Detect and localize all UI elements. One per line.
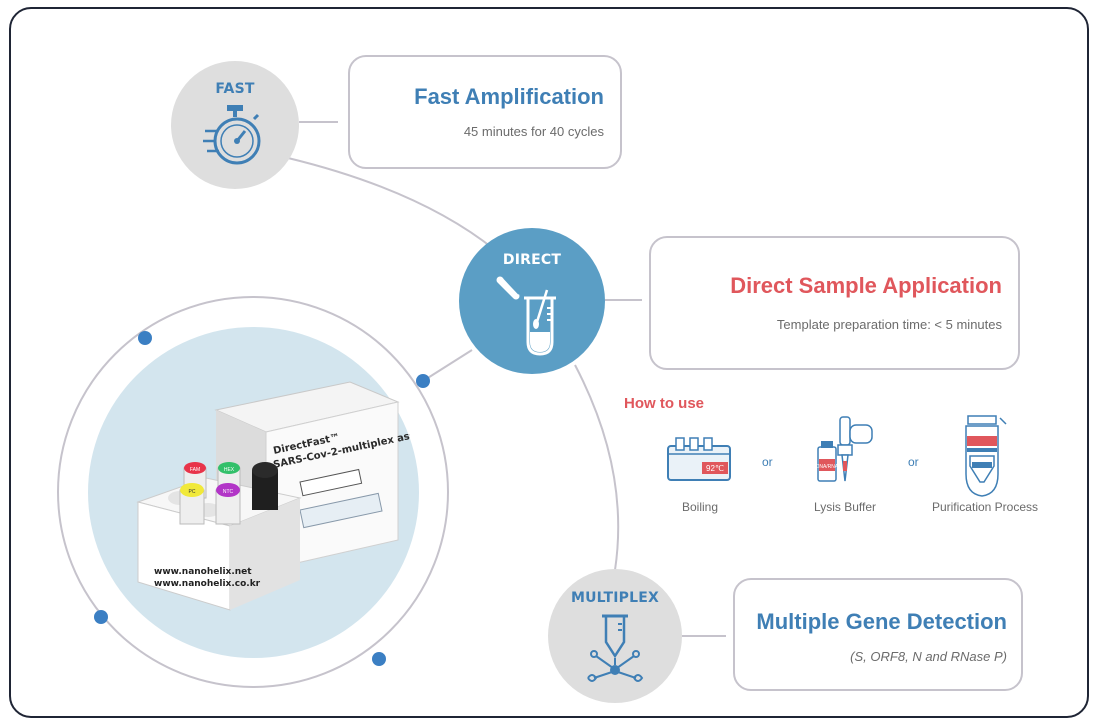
filter-column-icon — [965, 415, 1007, 497]
fast-title: Fast Amplification — [414, 84, 604, 109]
multiplex-circle: MULTIPLEX — [548, 569, 682, 703]
page-frame — [9, 7, 1089, 718]
fast-card: Fast Amplification 45 minutes for 40 cyc… — [348, 55, 622, 169]
direct-circle: DIRECT — [459, 228, 605, 374]
direct-title: Direct Sample Application — [730, 273, 1002, 298]
pipette-bottle-icon: DNA/RNA — [816, 416, 873, 482]
how-to-use-heading: How to use — [624, 395, 705, 412]
cap-pc: PC — [189, 489, 196, 495]
direct-label: DIRECT — [502, 252, 562, 268]
fast-label: FAST — [215, 81, 255, 97]
multiplex-title: Multiple Gene Detection — [756, 609, 1007, 634]
stopwatch-icon — [203, 105, 261, 165]
multiplex-tube-icon — [587, 614, 644, 682]
fast-circle: FAST — [171, 61, 299, 189]
method-lysis-buffer: Lysis Buffer — [813, 500, 877, 514]
fast-subtitle: 45 minutes for 40 cycles — [463, 124, 604, 139]
product-kit-image: DirectFast™ SARS-Cov-2-multiplex assay w… — [136, 381, 410, 611]
ring-dot — [94, 610, 108, 624]
tube-swab-icon — [496, 276, 556, 356]
method-boiling: Boiling — [681, 500, 719, 514]
or-label-1: or — [762, 455, 773, 469]
kit-url-2: www.nanohelix.co.kr — [154, 579, 261, 589]
ring-dot — [416, 374, 430, 388]
boiling-temp: 92℃ — [706, 464, 724, 473]
multiplex-label: MULTIPLEX — [570, 590, 659, 606]
ring-dot — [372, 652, 386, 666]
cap-fam: FAM — [190, 467, 200, 473]
water-bath-icon: 92℃ — [667, 437, 731, 481]
multiplex-subtitle: (S, ORF8, N and RNase P) — [850, 649, 1007, 664]
lysis-tube-label: DNA/RNA — [816, 464, 839, 470]
cap-hex: HEX — [224, 467, 235, 473]
kit-url-1: www.nanohelix.net — [154, 567, 252, 577]
cap-ntc: NTC — [223, 489, 234, 495]
multiplex-card: Multiple Gene Detection (S, ORF8, N and … — [733, 578, 1023, 691]
ring-dot — [138, 331, 152, 345]
direct-card: Direct Sample Application Template prepa… — [649, 236, 1020, 370]
method-purification: Purification Process — [931, 500, 1039, 514]
direct-subtitle: Template preparation time: < 5 minutes — [776, 317, 1002, 332]
or-label-2: or — [908, 455, 919, 469]
